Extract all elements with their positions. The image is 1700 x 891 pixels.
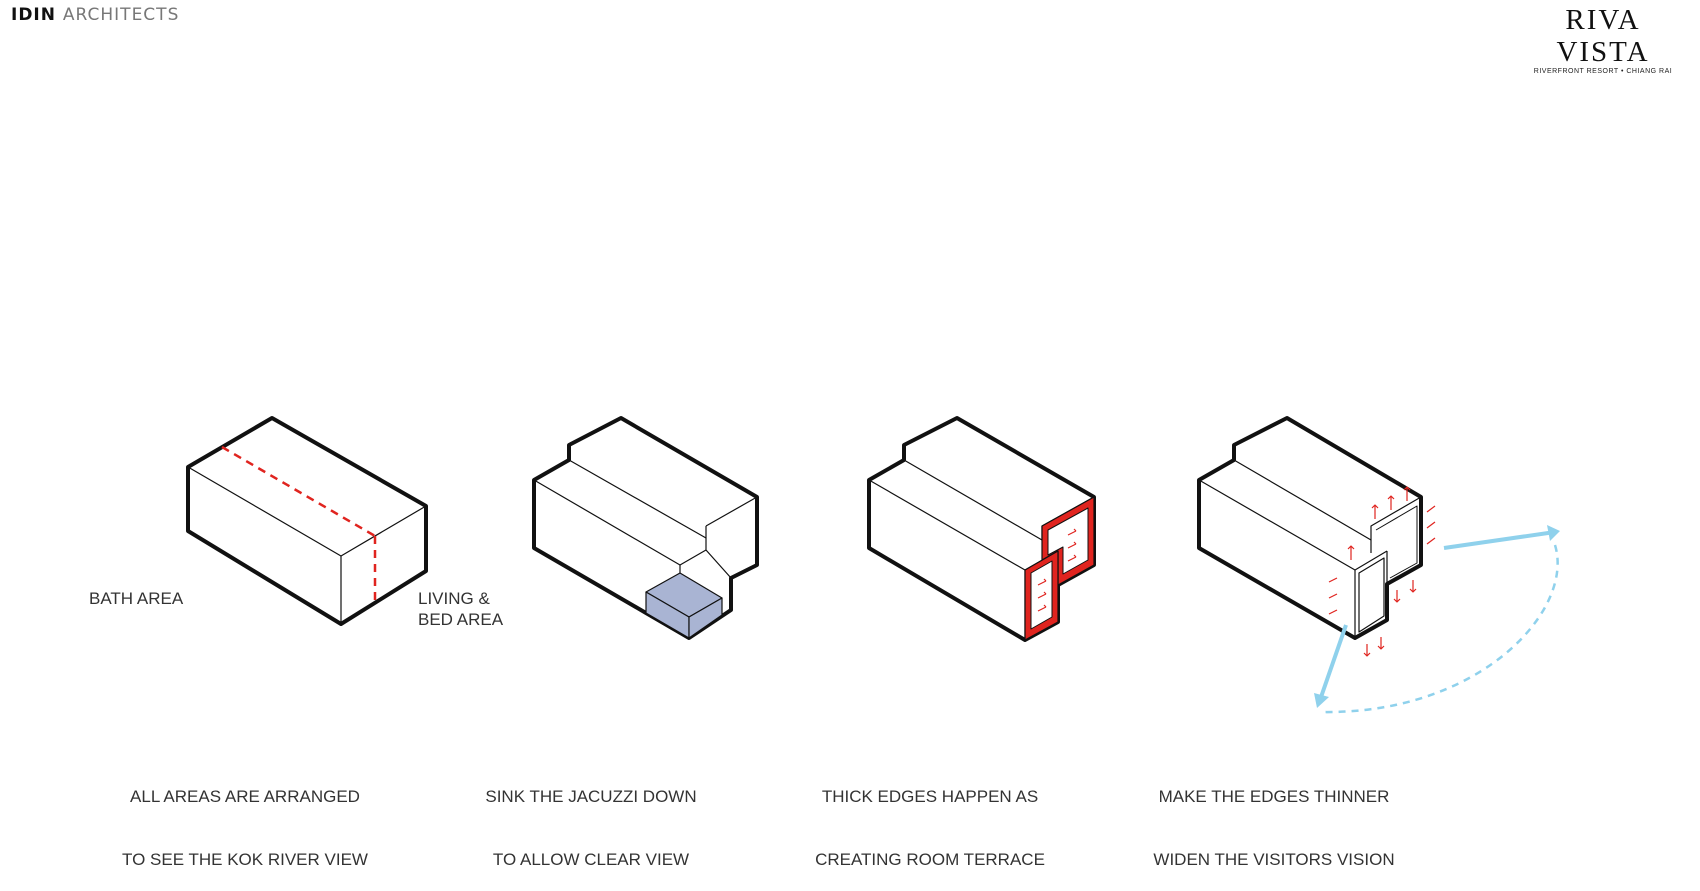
brand-bold: IDIN (11, 5, 56, 25)
step-3-caption: THICK EDGES HAPPEN AS CREATING ROOM TERR… (805, 744, 1055, 891)
step-4-caption: MAKE THE EDGES THINNER WIDEN THE VISITOR… (1149, 744, 1399, 891)
step-1-line2: TO SEE THE KOK RIVER VIEW (122, 850, 368, 869)
step-1-line1: ALL AREAS ARE ARRANGED (130, 787, 360, 806)
living-area-label-line1: LIVING & (418, 589, 490, 608)
living-area-label: LIVING & BED AREA (418, 588, 503, 630)
step-3-line1: THICK EDGES HAPPEN AS (821, 787, 1039, 806)
vision-arc (1319, 544, 1559, 714)
diagram-3-thick-edges (867, 416, 1096, 642)
riva-vista-logo: RIVA VISTA RIVERFRONT RESORT • CHIANG RA… (1518, 4, 1688, 75)
brand: IDIN ARCHITECTS (11, 5, 179, 25)
zone-divider-top (221, 445, 376, 538)
edge-arrows-3 (1037, 528, 1077, 612)
step-4-line2: WIDEN THE VISITORS VISION (1153, 850, 1395, 869)
logo-title: RIVA VISTA (1556, 4, 1650, 68)
step-3-line2: CREATING ROOM TERRACE (815, 850, 1045, 869)
diagram-2-jacuzzi (532, 416, 759, 640)
vision-arrows (1314, 525, 1560, 714)
logo-subtitle: RIVERFRONT RESORT • CHIANG RAI (1533, 68, 1673, 75)
step-4-line1: MAKE THE EDGES THINNER (1158, 787, 1390, 806)
edge-arrows-4 (1328, 486, 1436, 657)
vision-arrow-left (1318, 624, 1348, 701)
diagram-4-thin-edges (1197, 416, 1436, 657)
step-2-caption: SINK THE JACUZZI DOWN TO ALLOW CLEAR VIE… (466, 744, 716, 891)
step-2-line1: SINK THE JACUZZI DOWN (485, 787, 697, 806)
step-2-line2: TO ALLOW CLEAR VIEW (492, 850, 690, 869)
vision-arrow-right (1443, 530, 1556, 550)
massing-diagrams (186, 416, 1560, 714)
diagram-1-box (186, 416, 428, 626)
bath-area-label: BATH AREA (89, 589, 184, 608)
living-area-label-line2: BED AREA (418, 610, 504, 629)
brand-rest: ARCHITECTS (62, 5, 180, 25)
step-1-caption: ALL AREAS ARE ARRANGED TO SEE THE KOK RI… (120, 744, 370, 891)
